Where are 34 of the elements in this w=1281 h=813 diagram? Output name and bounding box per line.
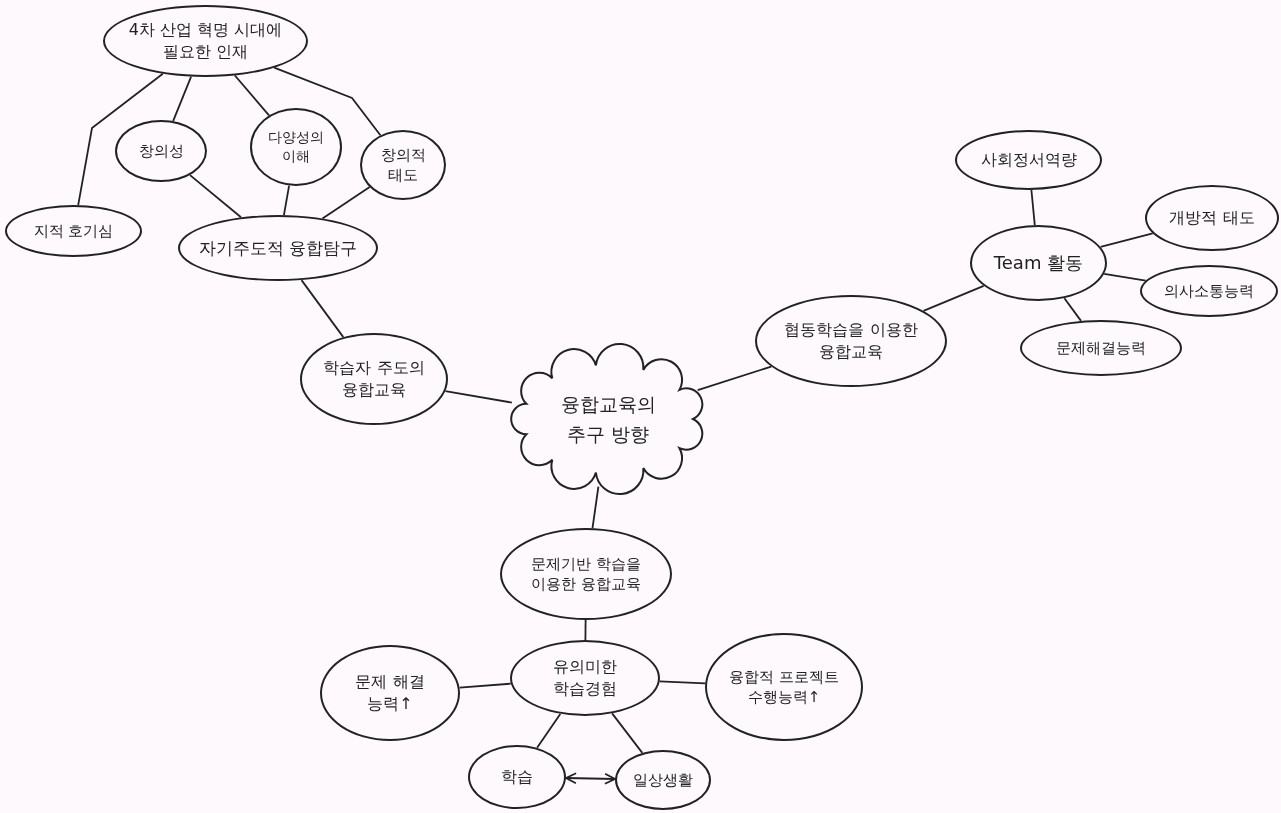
node-label: 문제해결능력 xyxy=(1055,337,1147,359)
connector-line xyxy=(1030,189,1036,226)
node-label: 문제 해결 능력↑ xyxy=(354,671,426,715)
node-label: 사회정서역량 xyxy=(979,149,1078,171)
connector-line xyxy=(696,365,773,392)
node-label: 지적 호기심 xyxy=(32,220,115,242)
connector-line xyxy=(922,284,985,312)
connector-line xyxy=(300,279,345,338)
connector-line xyxy=(458,682,512,689)
node-label: 융합적 프로젝트 수행능력↑ xyxy=(728,666,840,708)
node-label: 문제기반 학습을 이용한 융합교육 xyxy=(530,553,642,595)
connector-line xyxy=(1099,232,1154,248)
node-label: 융합교육의 추구 방향 xyxy=(559,391,657,447)
connector-line xyxy=(172,75,192,122)
connector-line xyxy=(273,66,382,137)
node-label: 개방적 태도 xyxy=(1168,207,1256,229)
node-label: 의사소통능력 xyxy=(1163,280,1255,302)
node-label: 자기주도적 융합탐구 xyxy=(197,236,359,260)
node-label: Team 활동 xyxy=(992,250,1085,275)
node-label: 다양성의 이해 xyxy=(267,128,325,166)
node-label: 4차 산업 혁명 시대에 필요한 인재 xyxy=(127,19,284,63)
connector-line xyxy=(234,74,270,117)
node-label: 학습 xyxy=(500,766,534,788)
connector-line xyxy=(536,713,562,749)
node-label: 창의적 태도 xyxy=(379,144,427,186)
node-label: 협동학습을 이용한 융합교육 xyxy=(783,319,919,363)
connector-line xyxy=(658,680,707,685)
arrow xyxy=(565,772,616,785)
connector-line xyxy=(584,619,587,641)
node-label: 창의성 xyxy=(137,140,185,162)
connector-line xyxy=(283,184,290,216)
node-label: 일상생활 xyxy=(632,769,694,791)
node-label: 학습자 주도의 융합교육 xyxy=(322,357,426,401)
node-label: 유의미한 학습경험 xyxy=(552,656,618,700)
